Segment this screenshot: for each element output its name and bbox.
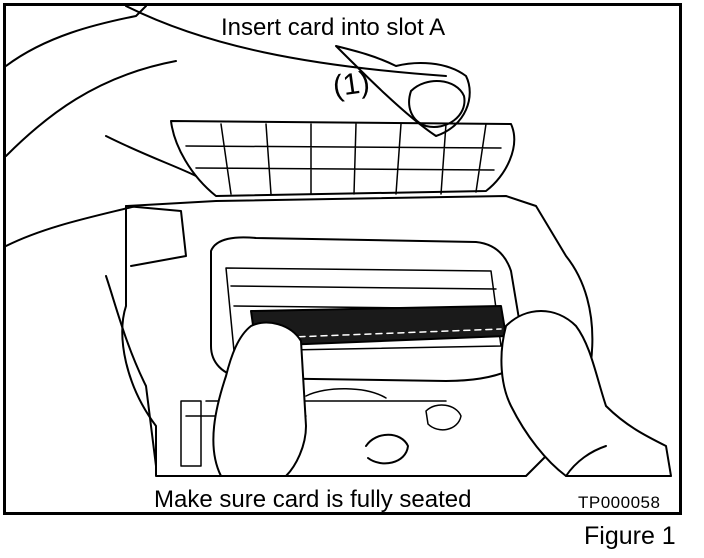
instruction-bottom: Make sure card is fully seated (154, 486, 472, 513)
printer-side-panel (105, 275, 157, 467)
printer-lid (170, 120, 516, 197)
lid-grid (185, 123, 502, 195)
thumb-outline (335, 45, 471, 137)
figure-frame: Insert card into slot A (1) Make sure ca… (3, 3, 682, 515)
right-thumb-line (565, 445, 607, 477)
figure-caption: Figure 1 (584, 522, 676, 550)
card-insertion-illustration (6, 6, 672, 477)
left-finger (212, 321, 307, 477)
card-dashed-edge (265, 328, 502, 339)
mechanism-round-part (365, 433, 409, 465)
upper-hand-outline-lower (6, 60, 177, 157)
step-marker: (1) (330, 65, 372, 104)
slot-rail (230, 285, 499, 310)
drawing-code: TP000058 (578, 493, 661, 512)
slot-inner-frame (225, 267, 502, 352)
upper-hand-outline (6, 6, 147, 67)
right-hand (500, 310, 672, 477)
thumbnail (408, 79, 466, 128)
instruction-top: Insert card into slot A (221, 14, 446, 41)
left-arm-outline (6, 205, 137, 247)
printer-left-lip (125, 205, 187, 267)
left-arm-outline-2 (105, 135, 197, 177)
lower-left-detail (180, 400, 202, 467)
thumb-top-line (125, 6, 447, 77)
